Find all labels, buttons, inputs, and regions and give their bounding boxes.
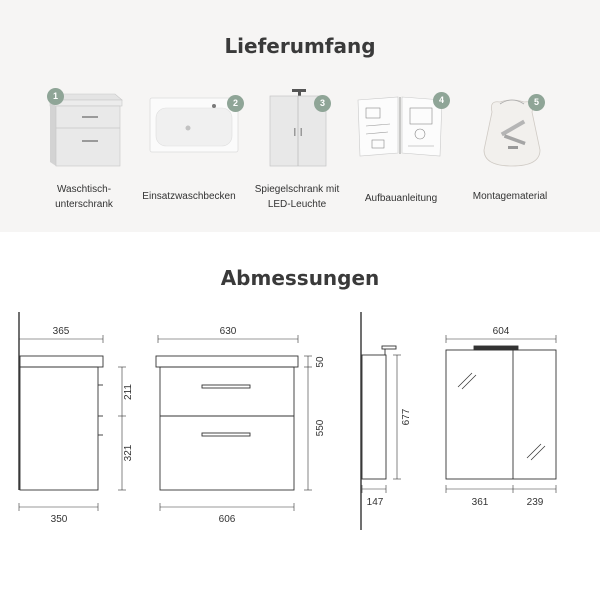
dim-cabinet-height: 550	[315, 419, 326, 436]
dim-mirror-left-door: 361	[472, 497, 489, 508]
dim-basin-height: 50	[315, 356, 326, 368]
dim-cabinet-front-top: 630	[220, 326, 237, 337]
cabinet-side-view	[18, 335, 126, 511]
vanity-cabinet-icon	[49, 93, 123, 167]
washbasin-icon	[149, 97, 239, 153]
mounting-kit-icon	[483, 99, 541, 167]
dim-mirror-depth: 147	[367, 497, 384, 508]
dim-cabinet-front-bottom: 606	[219, 514, 236, 525]
item-4-label: Aufbauanleitung	[364, 193, 438, 204]
instructions-icon	[357, 96, 443, 157]
item-2-label: Einsatzwaschbecken	[142, 191, 236, 202]
dim-mirror-width: 604	[493, 326, 510, 337]
dim-cabinet-drawer-lower: 321	[123, 444, 134, 461]
mirror-side-view	[361, 345, 401, 493]
dim-cabinet-side-bottom: 350	[51, 514, 68, 525]
dim-mirror-right-door: 239	[527, 497, 544, 508]
item-2-badge: 2	[227, 95, 244, 112]
item-1-label: Waschtisch- unterschrank	[55, 184, 113, 210]
dim-cabinet-side-top: 365	[53, 326, 70, 337]
item-3-label: Spiegelschrank mit LED-Leuchte	[254, 184, 340, 210]
mirror-front-view	[445, 335, 557, 493]
cabinet-front-view	[155, 335, 312, 511]
item-3-badge: 3	[314, 95, 331, 112]
dim-cabinet-drawer-upper: 211	[123, 384, 134, 400]
product-illustrations	[49, 89, 541, 167]
dim-mirror-height: 677	[401, 408, 412, 425]
item-5-badge: 5	[528, 94, 545, 111]
item-1-badge: 1	[47, 88, 64, 105]
dimensions-title: Abmessungen	[220, 266, 380, 290]
item-5-label: Montagematerial	[472, 191, 548, 202]
item-4-badge: 4	[433, 92, 450, 109]
scope-title: Lieferumfang	[224, 34, 376, 58]
